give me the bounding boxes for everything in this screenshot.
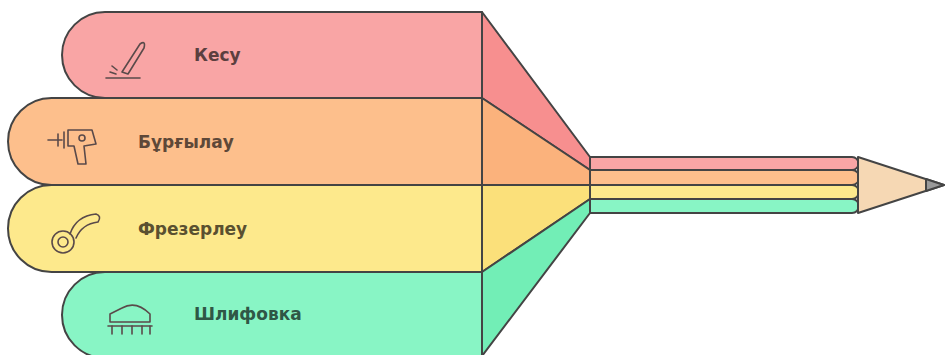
band-label: Кесу: [194, 45, 241, 65]
process-band: Кесу: [62, 12, 482, 98]
process-band: Шлифовка: [62, 272, 482, 355]
band-label: Шлифовка: [194, 304, 302, 324]
process-band: Бұрғылау: [8, 98, 482, 185]
band-label: Фрезерлеу: [138, 219, 247, 239]
process-band: Фрезерлеу: [8, 185, 482, 272]
band-label: Бұрғылау: [138, 132, 234, 152]
